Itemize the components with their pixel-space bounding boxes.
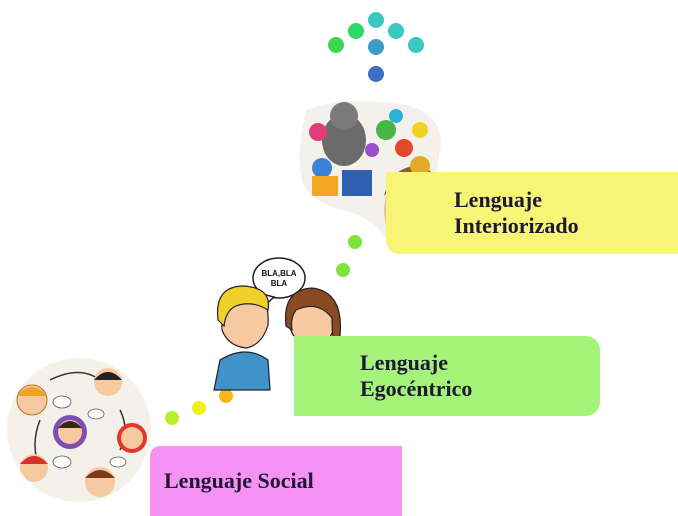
label-lenguaje-social-text: Lenguaje Social: [164, 468, 314, 493]
label-lenguaje-egocentrico-line2: Egocéntrico: [360, 376, 473, 401]
label-lenguaje-egocentrico: Lenguaje Egocéntrico: [294, 336, 600, 416]
path-dots: [165, 235, 362, 425]
label-lenguaje-social: Lenguaje Social: [150, 446, 402, 516]
label-lenguaje-interiorizado-line2: Interiorizado: [454, 213, 579, 238]
label-lenguaje-interiorizado: Lenguaje Interiorizado: [386, 172, 678, 254]
arrow-dots-icon: [328, 12, 424, 82]
label-lenguaje-interiorizado-line1: Lenguaje: [454, 187, 542, 212]
speech-bubble-line2: BLA: [271, 279, 288, 288]
children-circle-icon: [7, 358, 151, 502]
speech-bubble-line1: BLA,BLA: [261, 269, 296, 278]
label-lenguaje-egocentrico-line1: Lenguaje: [360, 350, 448, 375]
